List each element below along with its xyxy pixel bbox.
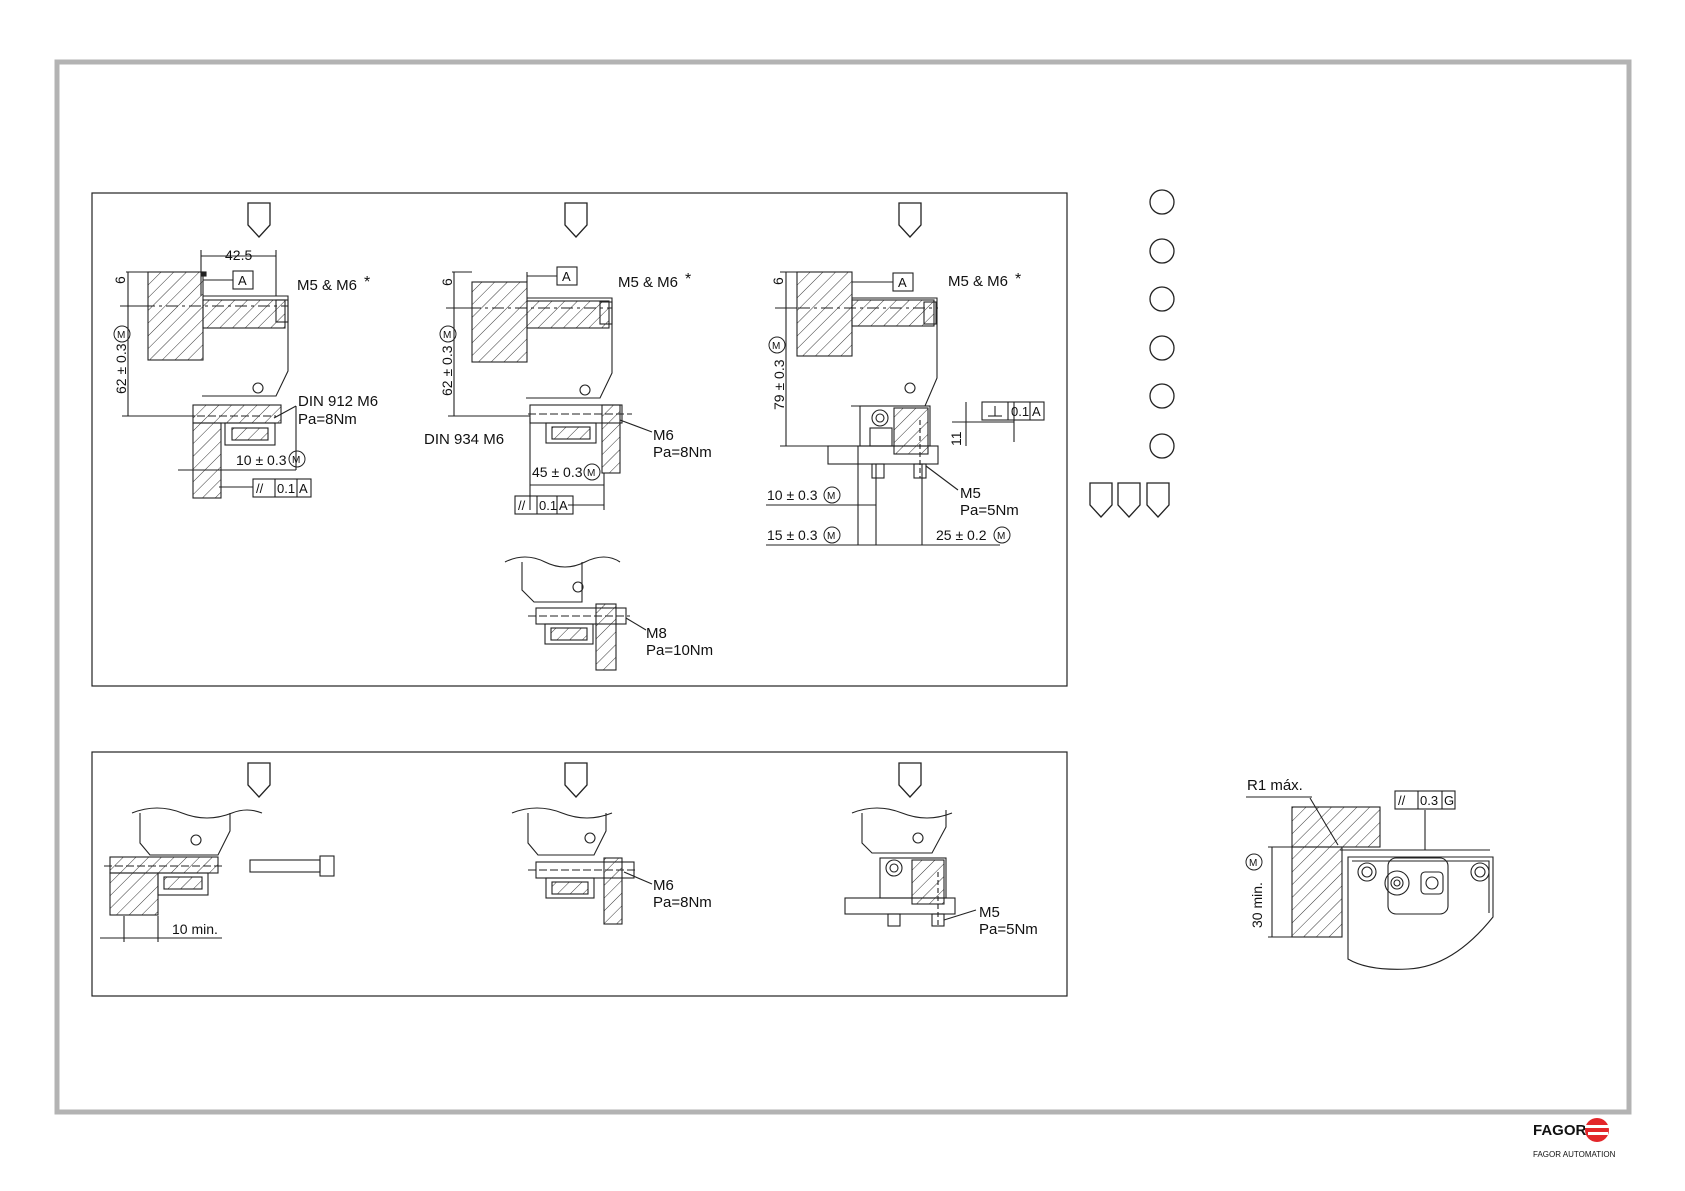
star-mark: * [1015,271,1021,288]
m-symbol: M [827,491,835,502]
torque-label: Pa=5Nm [979,921,1038,938]
tol-symbol: // [1398,793,1406,808]
thread-label: M5 & M6 [618,274,678,291]
dim-25: 25 ± 0.2 [936,527,987,543]
star-mark: * [685,271,691,288]
m-symbol: M [117,330,125,341]
dim-42-5: 42.5 [225,247,252,263]
bottom-view-c [845,808,976,926]
screw-label: M5 [979,904,1000,921]
datum-label: A [562,269,571,284]
screw-label: M8 [646,625,667,642]
thread-label: M5 & M6 [297,277,357,294]
legend-circle-icon [1150,190,1174,458]
tol-symbol: // [256,481,264,496]
dim-45: 45 ± 0.3 [532,464,583,480]
tol-ref: G [1444,793,1454,808]
tol-symbol: // [518,498,526,513]
screw-label: M6 [653,877,674,894]
fagor-logo: FAGOR FAGOR AUTOMATION [1533,1118,1616,1159]
dim-62: 62 ± 0.3 [113,343,129,394]
datum-label: A [898,275,907,290]
dim-10: 10 ± 0.3 [236,452,287,468]
m-symbol: M [772,341,780,352]
tol-value: 0.3 [1420,793,1438,808]
legend-arrow-icon [1090,483,1169,517]
top-view-b2 [505,557,646,670]
dim-11: 11 [948,431,964,446]
tol-value: 0.1 [1011,404,1029,419]
dim-6: 6 [770,277,786,285]
dim-30-min: 30 min. [1249,882,1265,928]
brand-name: FAGOR [1533,1122,1587,1139]
screw-label: DIN 912 M6 [298,393,378,410]
star-mark: * [364,274,370,291]
screw-label: M6 [653,427,674,444]
tol-ref: A [1032,404,1041,419]
dim-10: 10 ± 0.3 [767,487,818,503]
sheet-frame [57,62,1629,1112]
dim-6: 6 [439,278,455,286]
brand-sub: FAGOR AUTOMATION [1533,1150,1616,1159]
m-symbol: M [587,468,595,479]
m-symbol: M [443,330,451,341]
fagor-logo-icon [1585,1118,1609,1142]
bottom-view-b [512,808,652,924]
torque-label: Pa=10Nm [646,642,713,659]
thread-label: M5 & M6 [948,273,1008,290]
dim-62: 62 ± 0.3 [439,345,455,396]
nut-label: DIN 934 M6 [424,431,504,448]
m-symbol: M [1249,858,1257,869]
datum-label: A [238,273,247,288]
torque-label: Pa=5Nm [960,502,1019,519]
screw-label: M5 [960,485,981,502]
radius-label: R1 máx. [1247,777,1303,794]
dim-10-min: 10 min. [172,921,218,937]
detail-view [1246,797,1493,969]
m-symbol: M [827,531,835,542]
tol-value: 0.1 [539,498,557,513]
tol-value: 0.1 [277,481,295,496]
tol-ref: A [559,498,568,513]
dim-6: 6 [112,276,128,284]
torque-label: Pa=8Nm [298,411,357,428]
m-symbol: M [292,455,300,466]
torque-label: Pa=8Nm [653,444,712,461]
dim-79: 79 ± 0.3 [771,359,787,410]
dim-15: 15 ± 0.3 [767,527,818,543]
m-symbol: M [997,531,1005,542]
torque-label: Pa=8Nm [653,894,712,911]
tol-ref: A [299,481,308,496]
